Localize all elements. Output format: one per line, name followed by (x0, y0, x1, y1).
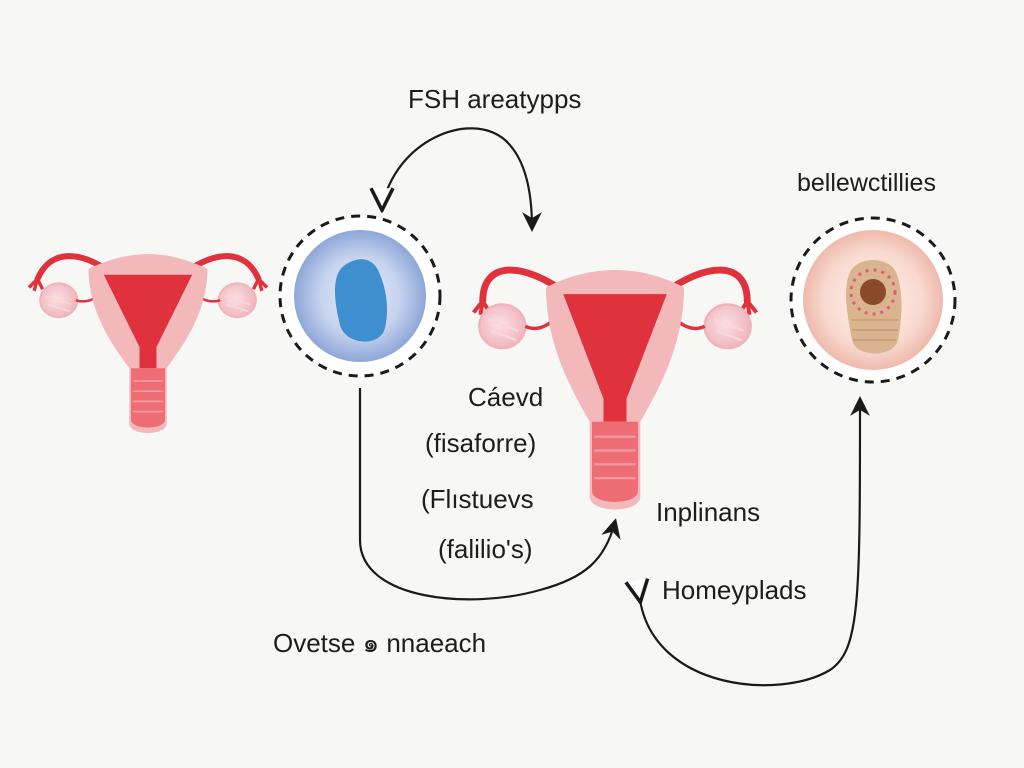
uterus-icon (27, 253, 269, 434)
label-bottom: Ovetse ๑ nnaeach (273, 628, 487, 658)
label-home: Homeyplads (662, 575, 807, 605)
label-implant: Inplinans (656, 497, 761, 527)
label-right-top: bellewctillies (797, 169, 936, 197)
label-center-4: (falilio's) (438, 534, 533, 564)
right-loop-arrow (638, 396, 870, 687)
label-top: FSH areatypps (408, 84, 582, 114)
follicle-circle-icon (278, 214, 442, 378)
right-loop-arrow-tail (639, 594, 640, 600)
uterus-icon (471, 266, 759, 510)
embryo-circle-icon (789, 216, 957, 384)
bottom-arrow (358, 388, 621, 601)
label-center-3: (Flıstuevs (421, 484, 534, 514)
label-center-1: Cáevd (468, 382, 544, 412)
label-center-2: (fisaforre) (425, 428, 537, 458)
loop-arrow (380, 127, 542, 232)
